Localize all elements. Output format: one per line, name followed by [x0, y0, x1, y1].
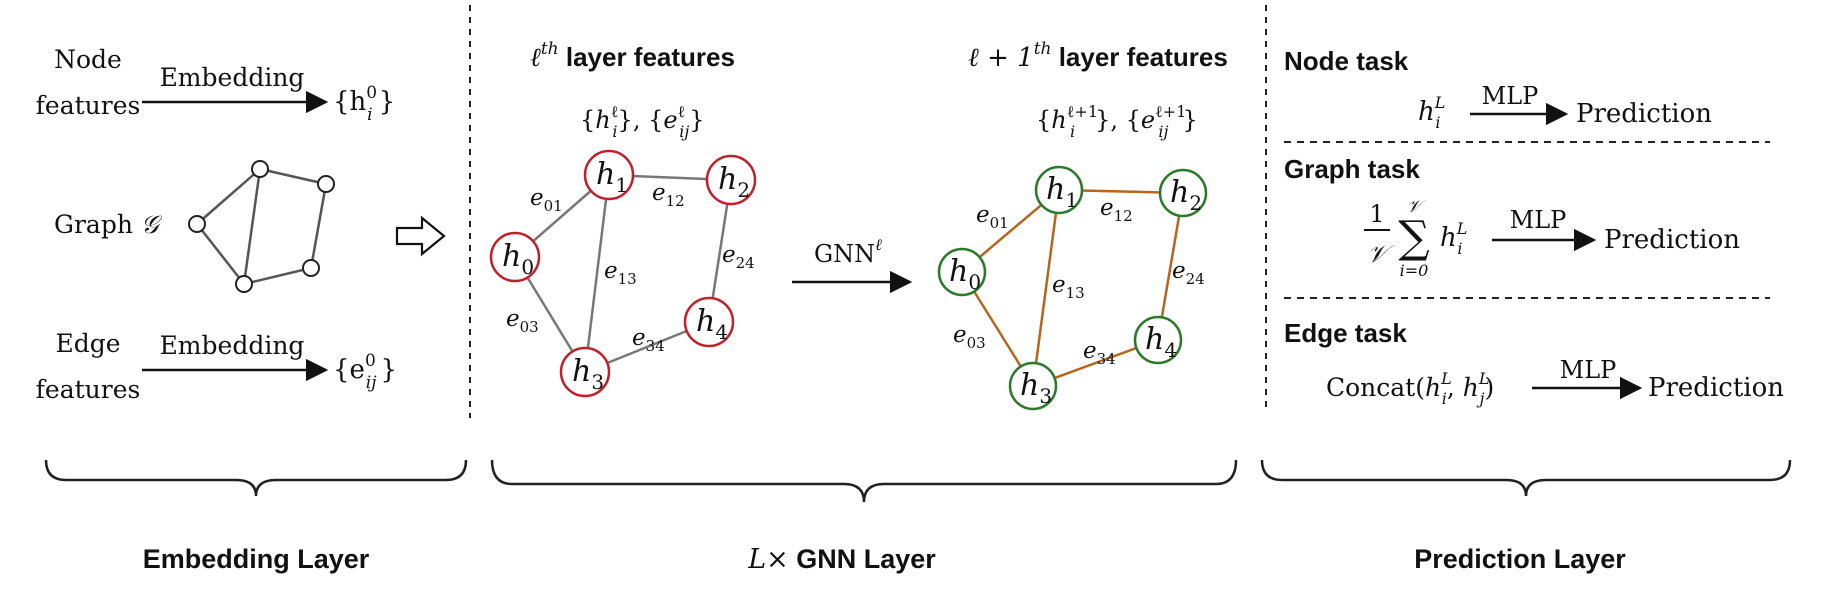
graph-node — [188, 215, 206, 233]
svg-text:1: 1 — [1369, 200, 1384, 228]
left-node-label-h0: h0 — [502, 239, 534, 279]
gnn-layer-label: L× GNN Layer — [747, 544, 936, 575]
input-graph — [188, 160, 335, 293]
right-layer-title: ℓ + 1th layer features — [968, 39, 1228, 73]
right-edge-label-e24: e24 — [1172, 258, 1205, 288]
node-embedding-label: Embedding — [160, 63, 305, 92]
left-edge-e13 — [583, 174, 611, 373]
edge-features-label-line2: features — [36, 375, 141, 404]
left-edge-label-e24: e24 — [722, 242, 755, 272]
left-gnn-graph: e01 e12 e13 e24 e03 e34 h0 h1 h2 h3 h4 — [489, 149, 757, 398]
prediction-brace — [1260, 459, 1792, 497]
left-node-h1 — [583, 149, 635, 201]
right-edge-e13 — [1031, 189, 1061, 387]
right-node-label-h4: h4 — [1145, 322, 1177, 362]
right-edge-label-e12: e12 — [1100, 195, 1133, 225]
right-node-h3 — [1008, 361, 1058, 411]
embedding-brace — [44, 459, 468, 497]
edge-mlp-label: MLP — [1560, 356, 1617, 384]
left-node-h4 — [683, 296, 735, 348]
graph-task-title: Graph task — [1284, 154, 1420, 184]
right-edge-label-e03: e03 — [953, 322, 986, 352]
graph-node — [302, 259, 320, 277]
left-node-h3 — [559, 346, 611, 398]
right-node-h2 — [1158, 168, 1208, 218]
graph-label: Graph 𝒢 — [54, 210, 163, 239]
right-node-h1 — [1034, 165, 1084, 215]
right-edge-e24 — [1156, 192, 1185, 341]
left-node-label-h4: h4 — [696, 304, 728, 344]
prediction-layer-label: Prediction Layer — [1414, 544, 1626, 574]
svg-text:∑: ∑ — [1398, 212, 1429, 263]
graph-mlp-label: MLP — [1510, 206, 1567, 234]
right-edge-label-e13: e13 — [1052, 272, 1085, 302]
right-node-label-h2: h2 — [1170, 175, 1202, 215]
graph-node — [235, 275, 253, 293]
right-gnn-graph: e01 e12 e13 e24 e03 e34 h0 h1 h2 h3 h4 — [937, 165, 1208, 411]
right-node-label-h1: h1 — [1046, 172, 1078, 212]
gnn-brace — [490, 459, 1238, 503]
left-edge-label-e12: e12 — [652, 180, 685, 210]
left-edge-label-e03: e03 — [506, 306, 539, 336]
embedding-layer-label: Embedding Layer — [143, 544, 370, 574]
edge-prediction-label: Prediction — [1648, 373, 1784, 403]
node-task-title: Node task — [1284, 46, 1409, 76]
left-node-h0 — [489, 231, 541, 283]
left-edge-label-e34: e34 — [632, 325, 665, 355]
left-layer-title: ℓth layer features — [530, 39, 735, 73]
node-prediction-label: Prediction — [1576, 99, 1712, 129]
right-node-label-h3: h3 — [1020, 368, 1052, 408]
hollow-arrow-icon — [395, 215, 446, 257]
node-features-label-line1: Node — [54, 45, 122, 74]
right-edge-label-e01: e01 — [976, 202, 1009, 232]
gnn-operator-label: GNNℓ — [814, 235, 882, 268]
left-node-h2 — [705, 154, 757, 206]
svg-text:hLi: hLi — [1440, 219, 1467, 258]
edge-embedding-label: Embedding — [160, 331, 305, 360]
graph-node — [317, 175, 335, 193]
svg-text:𝒱: 𝒱 — [1367, 240, 1395, 268]
right-edge-label-e34: e34 — [1083, 338, 1116, 368]
left-node-label-h3: h3 — [572, 354, 604, 394]
left-edge-label-e01: e01 — [530, 185, 563, 215]
right-node-h0 — [937, 247, 987, 297]
graph-prediction-label: Prediction — [1604, 225, 1740, 255]
left-edge-label-e13: e13 — [604, 258, 637, 288]
right-node-label-h0: h0 — [949, 254, 981, 294]
node-mlp-label: MLP — [1482, 82, 1539, 110]
left-node-label-h2: h2 — [718, 162, 750, 202]
node-features-label-line2: features — [36, 91, 141, 120]
edge-task-title: Edge task — [1284, 318, 1407, 348]
edge-features-label-line1: Edge — [55, 329, 120, 358]
graph-node — [251, 160, 269, 178]
section-braces — [44, 459, 1792, 503]
left-node-label-h1: h1 — [596, 157, 628, 197]
right-node-h4 — [1133, 315, 1183, 365]
svg-text:i=0: i=0 — [1400, 261, 1429, 280]
